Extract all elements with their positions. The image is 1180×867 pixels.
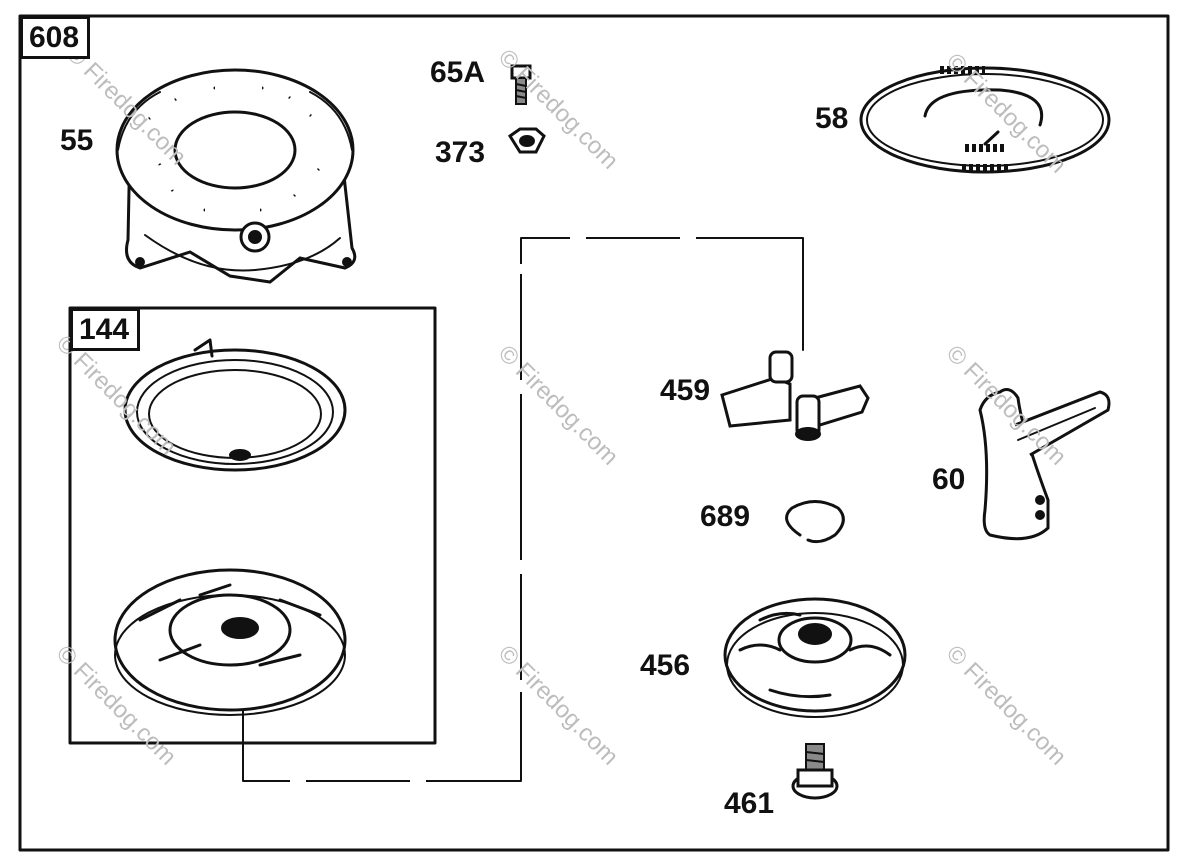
part-label-689: 689 [700,500,751,533]
starter-rope-icon [859,66,1111,174]
connector-line [242,237,804,783]
part-label-65a: 65A [430,56,486,89]
part-label-373: 373 [435,136,486,169]
blower-housing-icon [115,68,357,284]
assembly-label: 608 [20,16,91,59]
sub-assembly-frame [68,306,437,745]
assembly-frame [18,14,1170,852]
part-label-456: 456 [640,649,691,682]
retainer-ring-icon [785,500,845,544]
starter-dogs-icon [720,350,870,441]
part-label-55: 55 [60,124,94,157]
rewind-spring-icon [123,338,347,472]
sub-assembly-label: 144 [70,308,141,351]
part-label-58: 58 [815,102,849,135]
part-label-461: 461 [724,787,775,820]
dog-retainer-icon [723,597,907,718]
pulley-icon [113,568,347,716]
starter-handle-icon [978,388,1111,541]
part-label-459: 459 [660,374,711,407]
part-label-60: 60 [932,463,966,496]
shoulder-screw-icon [791,743,839,800]
screw-icon [510,64,532,105]
hex-nut-icon [507,127,546,154]
